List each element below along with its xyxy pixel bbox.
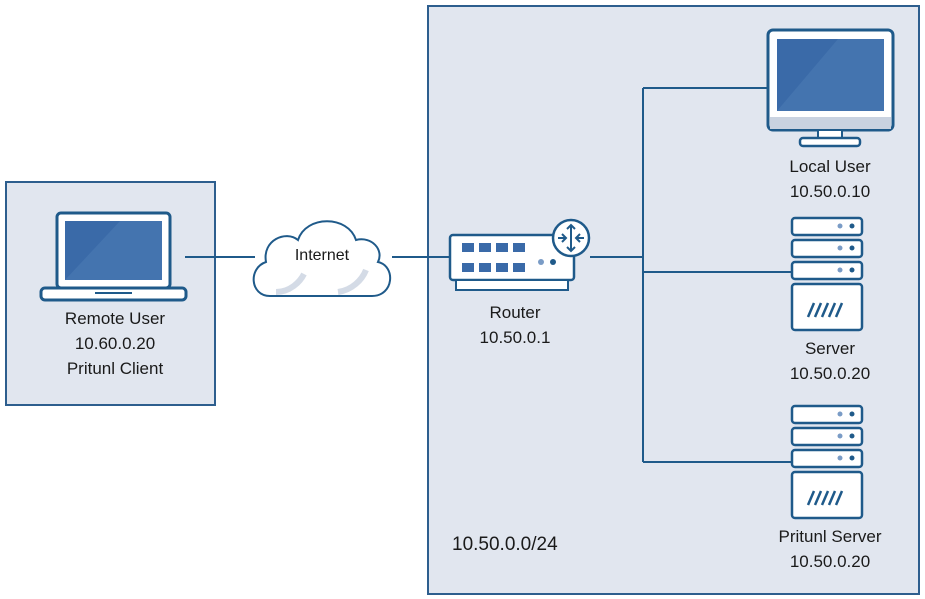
subnet-label: 10.50.0.0/24 — [452, 534, 558, 555]
pritunl-server-label: Pritunl Server 10.50.0.20 — [755, 524, 905, 574]
laptop-icon — [39, 211, 188, 302]
local-user-name: Local User — [789, 157, 871, 176]
server-icon — [790, 216, 864, 332]
connection-lines — [185, 87, 792, 463]
server-ip: 10.50.0.20 — [789, 364, 871, 383]
router-ip: 10.50.0.1 — [479, 328, 551, 347]
pritunl-server-ip: 10.50.0.20 — [789, 552, 871, 571]
local-user-ip: 10.50.0.10 — [789, 182, 871, 201]
pritunl-server-name: Pritunl Server — [778, 527, 882, 546]
cloud-icon — [252, 220, 392, 297]
remote-user-label: Remote User 10.60.0.20 Pritunl Client — [30, 306, 200, 381]
router-name: Router — [489, 303, 541, 322]
router-icon — [448, 218, 591, 291]
pritunl-server-icon — [790, 404, 864, 520]
internet-label: Internet — [294, 247, 350, 264]
remote-user-ip: 10.60.0.20 — [74, 334, 156, 353]
remote-user-client: Pritunl Client — [66, 359, 164, 378]
server-name: Server — [804, 339, 856, 358]
monitor-icon — [766, 28, 895, 148]
remote-user-name: Remote User — [64, 309, 166, 328]
router-label: Router 10.50.0.1 — [450, 300, 580, 350]
local-user-label: Local User 10.50.0.10 — [760, 154, 900, 204]
server-label: Server 10.50.0.20 — [760, 336, 900, 386]
